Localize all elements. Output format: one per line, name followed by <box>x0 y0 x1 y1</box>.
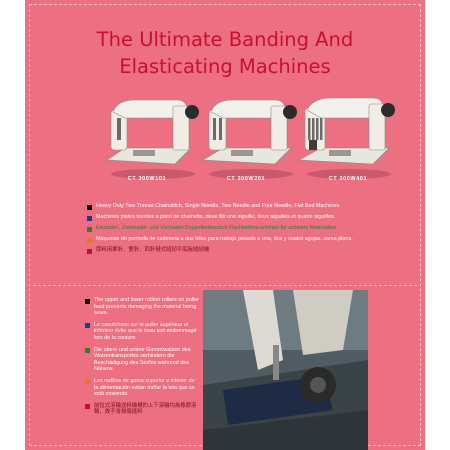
title-line-2: Elasticating Machines <box>119 55 331 78</box>
feature-text: Die obere und untere Gummiwalzen des Wal… <box>94 346 191 373</box>
description-english: Heavy Duty Two Thread Chainstitch, Singl… <box>87 203 397 210</box>
language-marker-icon <box>85 348 90 354</box>
machine-image-ct300w401 <box>291 90 395 182</box>
machine-label-3: CT 300W401 <box>328 176 368 182</box>
description-chinese: 厚料用單針、雙針、四針鏈式縫紉平底板縫紉機 <box>87 247 397 254</box>
language-marker-icon <box>87 237 92 243</box>
feature-english: The upper and lower rubber rollers on pu… <box>85 297 200 317</box>
language-marker-icon <box>85 404 90 410</box>
feature-text: Le caoutchouc sur le puller supérieur et… <box>94 321 197 341</box>
brochure-page: The Ultimate Banding And Elasticating Ma… <box>25 0 425 450</box>
page-title: The Ultimate Banding And Elasticating Ma… <box>25 26 425 80</box>
description-french: Machines plates lourdes a point de chain… <box>87 214 397 221</box>
description-text: Heavy Duty Two Thread Chainstitch, Singl… <box>96 203 341 209</box>
feature-french: Le caoutchouc sur le puller supérieur et… <box>85 322 200 342</box>
description-list: Heavy Duty Two Thread Chainstitch, Singl… <box>87 203 397 258</box>
description-text: Machines plates lourdes a point de chain… <box>96 214 336 220</box>
puller-feed-closeup-photo <box>203 290 368 450</box>
feature-text: The upper and lower rubber rollers on pu… <box>94 297 199 317</box>
feature-text: 前拉式滾輪送料機構的上下滾輪均為橡膠滾輪，故不會損傷縫料 <box>94 402 197 416</box>
description-spanish: Máquinas de puntada de cadeneta a dos hi… <box>87 236 397 243</box>
language-marker-icon <box>85 323 90 329</box>
title-line-1: The Ultimate Banding And <box>96 28 354 51</box>
description-text: Einnadel-, Zweinadel- und Viernadel-Dopp… <box>96 225 338 231</box>
description-text: 厚料用單針、雙針、四針鏈式縫紉平底板縫紉機 <box>96 247 210 253</box>
description-text: Máquinas de puntada de cadeneta a dos hi… <box>96 236 353 242</box>
machine-label-1: CT 300W101 <box>127 176 167 182</box>
machine-label-2: CT 300W201 <box>226 176 266 182</box>
feature-text: Los rodillos de goma superior e inferior… <box>94 377 195 398</box>
language-marker-icon <box>87 215 92 221</box>
language-marker-icon <box>85 298 90 304</box>
description-german: Einnadel-, Zweinadel- und Viernadel-Dopp… <box>87 225 397 232</box>
language-marker-icon <box>85 379 90 385</box>
feature-chinese: 前拉式滾輪送料機構的上下滾輪均為橡膠滾輪，故不會損傷縫料 <box>85 403 200 416</box>
feature-list: The upper and lower rubber rollers on pu… <box>85 297 200 421</box>
language-marker-icon <box>87 226 92 232</box>
language-marker-icon <box>87 204 92 210</box>
language-marker-icon <box>87 248 92 254</box>
feature-german: Die obere und untere Gummiwalzen des Wal… <box>85 347 200 373</box>
section-divider <box>33 285 417 286</box>
machine-image-ct300w201 <box>193 90 297 182</box>
machine-image-ct300w101 <box>95 90 199 182</box>
feature-spanish: Los rodillos de goma superior e inferior… <box>85 378 200 398</box>
